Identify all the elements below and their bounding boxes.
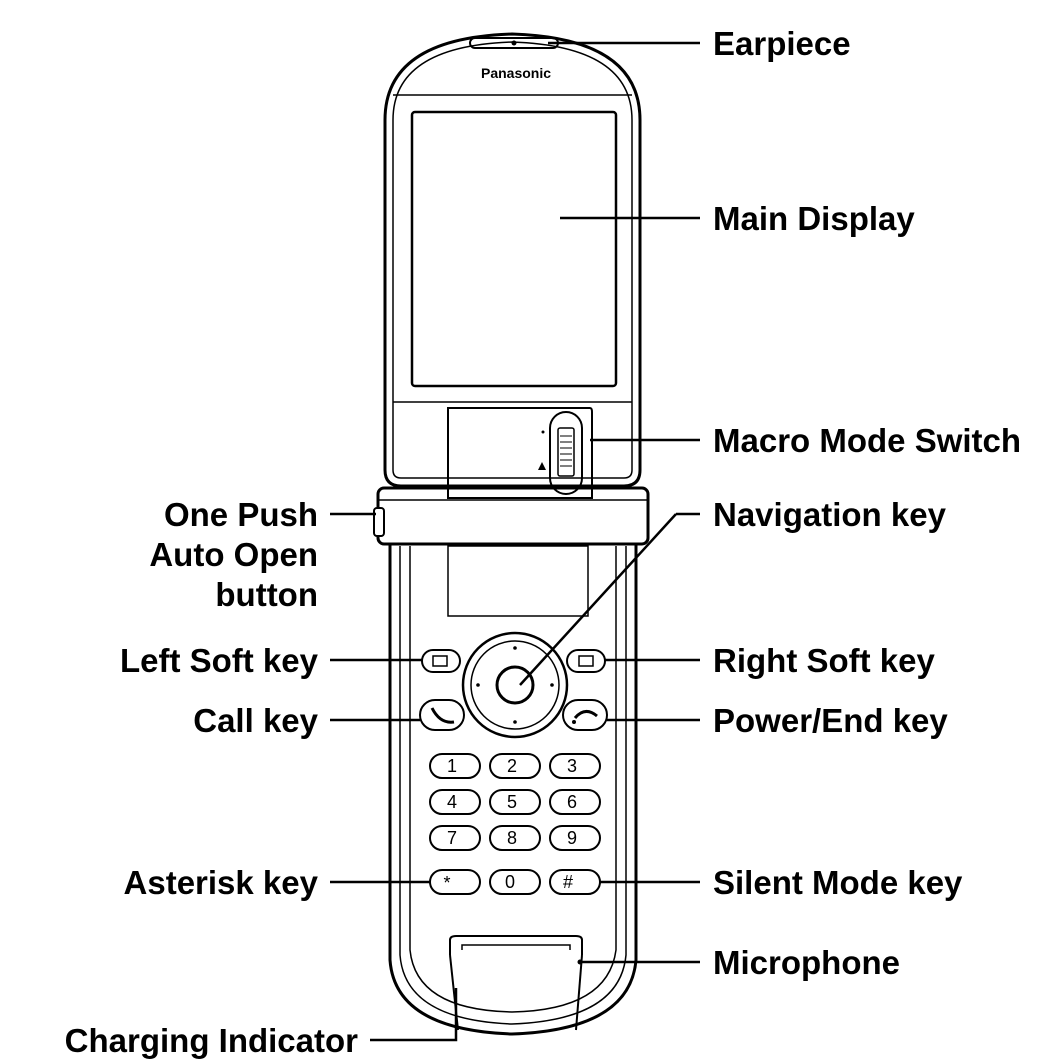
phone-lid xyxy=(383,32,642,488)
svg-text:8: 8 xyxy=(507,828,517,848)
brand-logo: Panasonic xyxy=(481,65,551,81)
svg-text:2: 2 xyxy=(507,756,517,776)
key-5[interactable]: 5 xyxy=(489,789,541,815)
svg-text:1: 1 xyxy=(447,756,457,776)
keypad: 1 2 3 4 5 6 7 8 xyxy=(429,753,601,895)
svg-text:3: 3 xyxy=(567,756,577,776)
svg-text:6: 6 xyxy=(567,792,577,812)
right-soft-key[interactable] xyxy=(566,649,606,673)
macro-mode-switch[interactable] xyxy=(557,427,575,477)
navigation-key[interactable] xyxy=(461,631,569,739)
svg-text:9: 9 xyxy=(567,828,577,848)
key-7[interactable]: 7 xyxy=(429,825,481,851)
label-power-end-key: Power/End key xyxy=(713,702,948,739)
one-push-auto-open-button[interactable] xyxy=(373,507,385,537)
camera-module xyxy=(447,407,593,499)
label-main-display: Main Display xyxy=(713,200,915,237)
phone-base xyxy=(388,544,638,1036)
label-call-key: Call key xyxy=(193,702,318,739)
label-microphone: Microphone xyxy=(713,944,900,981)
labels: Earpiece Main Display Macro Mode Switch … xyxy=(65,25,1021,1059)
key-1[interactable]: 1 xyxy=(429,753,481,779)
hinge xyxy=(373,486,650,546)
svg-text:#: # xyxy=(563,872,573,892)
key-8[interactable]: 8 xyxy=(489,825,541,851)
microphone xyxy=(577,959,583,965)
earpiece xyxy=(469,37,559,49)
silent-mode-key[interactable]: # xyxy=(549,869,601,895)
label-one-push-line2: Auto Open xyxy=(149,536,318,573)
callout-lines xyxy=(330,41,700,1042)
key-6[interactable]: 6 xyxy=(549,789,601,815)
label-one-push-line3: button xyxy=(215,576,318,613)
asterisk-key[interactable]: * xyxy=(429,869,481,895)
label-charging-indicator: Charging Indicator xyxy=(65,1022,359,1059)
svg-text:4: 4 xyxy=(447,792,457,812)
left-soft-key[interactable] xyxy=(421,649,461,673)
label-asterisk-key: Asterisk key xyxy=(124,864,319,901)
key-4[interactable]: 4 xyxy=(429,789,481,815)
key-9[interactable]: 9 xyxy=(549,825,601,851)
call-key[interactable] xyxy=(419,699,465,731)
label-silent-mode-key: Silent Mode key xyxy=(713,864,963,901)
label-right-soft-key: Right Soft key xyxy=(713,642,935,679)
label-earpiece: Earpiece xyxy=(713,25,851,62)
key-0[interactable]: 0 xyxy=(489,869,541,895)
key-2[interactable]: 2 xyxy=(489,753,541,779)
svg-text:7: 7 xyxy=(447,828,457,848)
main-display xyxy=(410,110,618,388)
label-navigation-key: Navigation key xyxy=(713,496,947,533)
label-macro-mode-switch: Macro Mode Switch xyxy=(713,422,1021,459)
power-end-key[interactable] xyxy=(562,699,608,731)
svg-text:5: 5 xyxy=(507,792,517,812)
label-left-soft-key: Left Soft key xyxy=(120,642,319,679)
svg-text:0: 0 xyxy=(505,872,515,892)
label-one-push-line1: One Push xyxy=(164,496,318,533)
microphone-area xyxy=(449,935,583,1031)
key-3[interactable]: 3 xyxy=(549,753,601,779)
svg-text:*: * xyxy=(443,873,450,893)
